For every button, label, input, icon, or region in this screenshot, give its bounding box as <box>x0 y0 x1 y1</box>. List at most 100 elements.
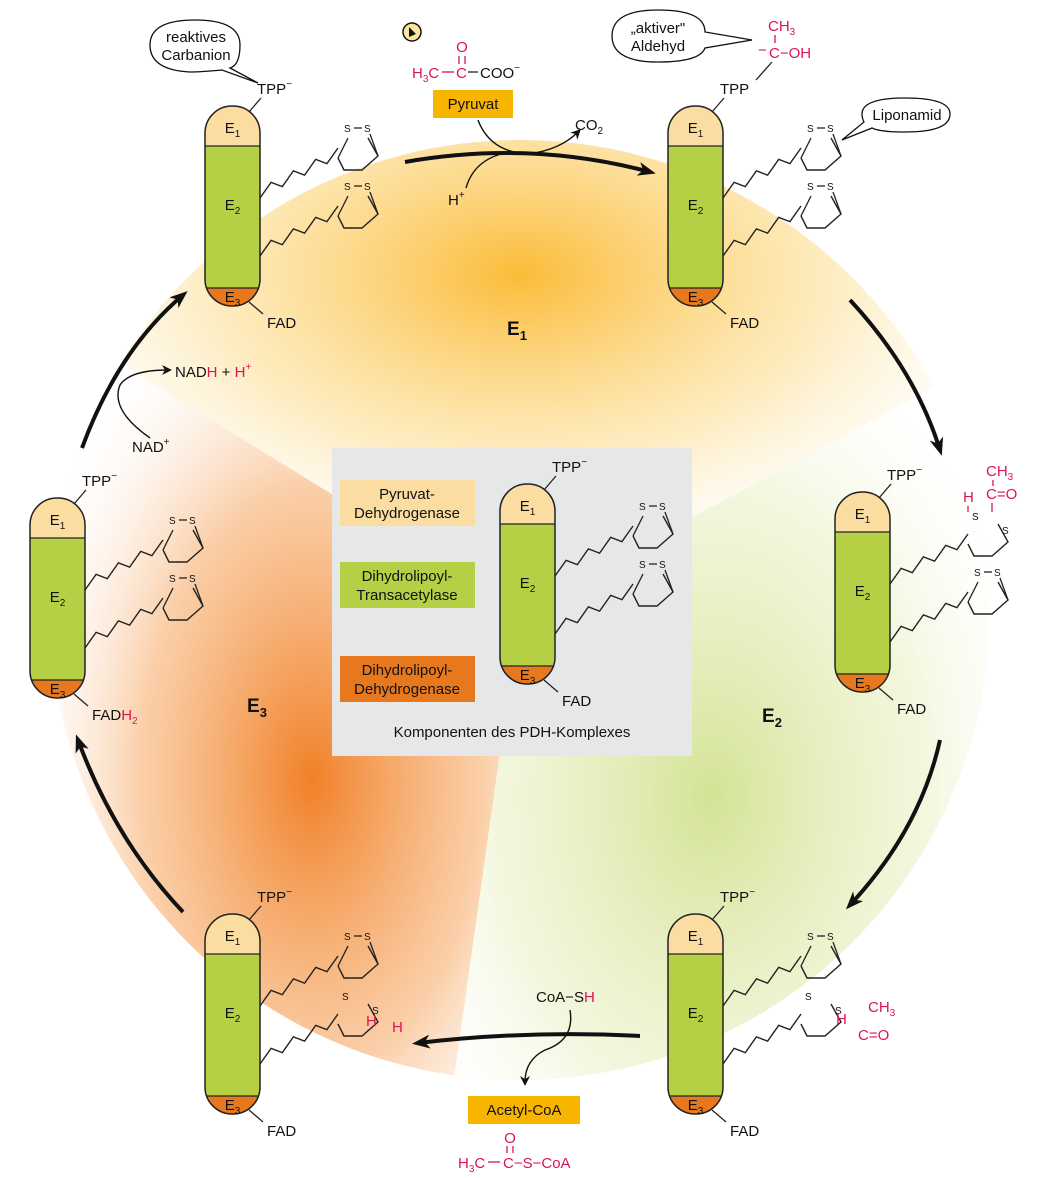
enzyme-capsule <box>835 492 890 692</box>
lipoyl-bond <box>664 569 674 593</box>
e3-segment <box>668 1096 723 1114</box>
e2-label: E2 <box>855 583 871 603</box>
lipoyl-chain <box>889 533 969 585</box>
play-icon-glyph <box>409 27 416 37</box>
acetyl-o: O <box>504 1130 516 1147</box>
fad-label: FAD <box>562 693 591 710</box>
capsule-outline <box>29 497 86 699</box>
legend-e1-line2: Dehydrogenase <box>354 505 460 522</box>
lipoyl-chain <box>722 147 802 199</box>
dihydrolipoamide-group: H H <box>366 1013 403 1036</box>
e2-label: E2 <box>688 1005 704 1025</box>
pyruvat-label: Pyruvat <box>448 96 500 113</box>
sulfur-atom: S <box>994 568 1001 579</box>
e3-segment <box>668 288 723 306</box>
legend-caption: Komponenten des PDH-Komplexes <box>394 724 631 741</box>
pyruvat-coo: COO− <box>480 63 520 82</box>
lipoyl-ring <box>337 1003 379 1037</box>
capsule-outline <box>204 105 261 307</box>
sulfur-atom: S <box>364 182 371 193</box>
e1-label: E1 <box>225 928 241 948</box>
legend-e2-line2: Transacetylase <box>356 587 457 604</box>
e3-label: E3 <box>688 289 704 309</box>
lipoyl-ring <box>632 515 674 549</box>
fad-label: FAD <box>267 1123 296 1140</box>
lipoyl-bond <box>194 525 204 549</box>
lipoyl-bond <box>832 191 842 215</box>
lipoyl-bond <box>369 941 379 965</box>
acetyl-lipoamide-lower-group: CH3 C=O H <box>836 999 896 1044</box>
e3-label: E3 <box>225 1097 241 1117</box>
he-coh: C−OH <box>769 45 811 62</box>
lipoyl-chain <box>722 955 802 1007</box>
pyruvat-o: O <box>456 39 468 56</box>
lipoyl-bond <box>337 137 349 159</box>
e2-segment <box>500 524 555 666</box>
lipoyl-bond <box>632 573 644 595</box>
al-ch3: CH3 <box>986 463 1014 483</box>
tpp-label: TPP <box>720 81 749 98</box>
e2-segment <box>835 532 890 674</box>
sulfur-atom: S <box>659 502 666 513</box>
dl-h2: H <box>392 1019 403 1036</box>
tpp-label: TPP− <box>257 887 292 906</box>
e3-segment <box>205 288 260 306</box>
lipoyl-bond <box>967 581 979 603</box>
lipoyl-ring <box>337 137 379 171</box>
lipoyl-ring <box>800 1003 842 1037</box>
lipoyl-bond <box>162 587 174 609</box>
e2-label: E2 <box>688 197 704 217</box>
enzyme-capsule <box>205 106 260 306</box>
sulfur-atom: S <box>189 574 196 585</box>
lipoyl-chain <box>554 525 634 577</box>
sulfur-atom: S <box>974 568 981 579</box>
lipoyl-bond <box>337 945 349 967</box>
lipoyl-bond <box>999 577 1009 601</box>
capsule-outline <box>499 483 556 685</box>
bubble-carbanion-line1: reaktives <box>166 29 226 46</box>
h-plus-entry <box>465 152 506 189</box>
lipoyl-chain <box>259 147 339 199</box>
sulfur-atom: S <box>639 502 646 513</box>
arrow-upper-right <box>848 298 944 456</box>
bubble-liponamid-text: Liponamid <box>872 107 941 124</box>
pyruvat-box <box>433 90 513 118</box>
sulfur-atom: S <box>344 932 351 943</box>
sulfur-atom: S <box>189 516 196 527</box>
capsule-outline <box>204 913 261 1115</box>
arrow-lower-left <box>75 734 185 914</box>
he-minus: − <box>758 42 767 59</box>
he-ch3: CH3 <box>768 18 796 38</box>
lipoyl-chain <box>84 597 164 649</box>
sulfur-atom: S <box>807 932 814 943</box>
lipoyl-ring <box>337 195 379 229</box>
section-label-e3: E3 <box>247 696 267 720</box>
legend-e3-line1: Dihydrolipoyl- <box>362 662 453 679</box>
sulfur-atom: S <box>364 932 371 943</box>
sulfur-atom: S <box>344 182 351 193</box>
lipoyl-bond <box>800 137 812 159</box>
enzyme-capsule <box>30 498 85 698</box>
pyruvate-reaction: O H3C C COO− Pyruvat CO2 H+ <box>402 22 604 209</box>
e1-label: E1 <box>688 120 704 140</box>
e2-segment <box>205 146 260 288</box>
capsule-outline <box>834 491 891 693</box>
bubble-carbanion-shape <box>149 19 259 84</box>
lipoyl-chain <box>554 583 634 635</box>
lipoyl-bond <box>832 941 842 965</box>
tpp-label: TPP− <box>552 457 587 476</box>
tpp-label: TPP− <box>82 471 117 490</box>
e1-label: E1 <box>855 506 871 526</box>
sulfur-atom: S <box>805 992 812 1003</box>
e3-segment <box>835 674 890 692</box>
tpp-label: TPP− <box>257 79 292 98</box>
sulfur-atom: S <box>827 124 834 135</box>
arrow-upper-left <box>80 291 188 449</box>
lipoyl-ring <box>632 573 674 607</box>
lipoyl-chain <box>722 1013 802 1065</box>
e1-label: E1 <box>50 512 66 532</box>
